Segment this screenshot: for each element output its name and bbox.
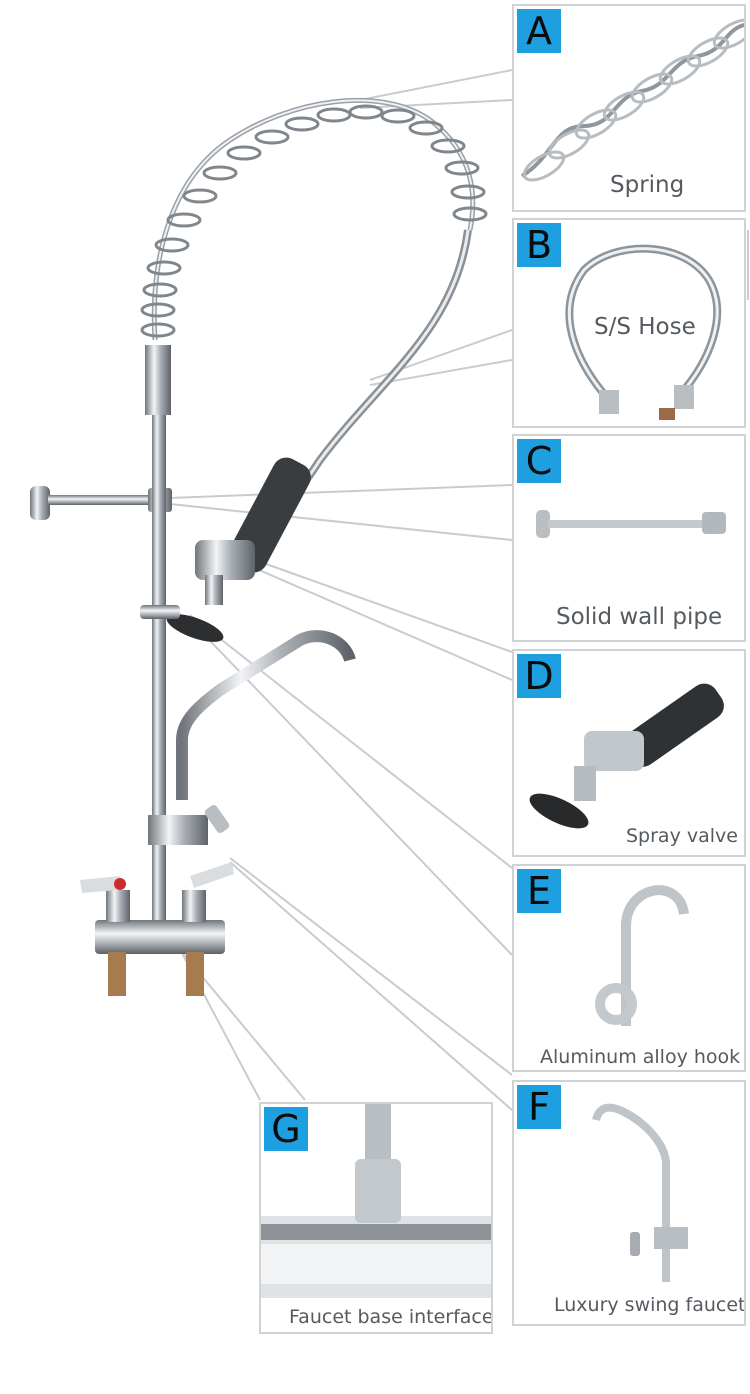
wall-pipe-icon [536,510,726,538]
badge-d: D [517,654,561,698]
caption-hook: Aluminum alloy hook [540,1046,741,1068]
badge-g: G [264,1107,308,1151]
faucet-base-icon [261,1104,491,1298]
deck-base [80,862,234,996]
badge-f: F [517,1085,561,1129]
panel-wall-pipe: C Solid wall pipe [512,434,746,642]
swing-faucet-icon [592,1103,688,1282]
spray-valve-icon [529,683,724,829]
spray-valve-on-faucet [166,457,311,642]
panel-spring: A Spring [512,4,746,212]
caption-faucet-base: Faucet base interface [289,1306,493,1328]
panel-faucet-base: G Faucet base interface [259,1102,493,1334]
badge-e: E [517,869,561,913]
panel-spray-valve: D Spray valve [512,649,746,857]
panel-swing-faucet: F Luxury swing faucet [512,1080,746,1326]
spring-coil-icon [520,18,744,182]
caption-wall-pipe: Solid wall pipe [556,604,723,630]
badge-c: C [517,439,561,483]
caption-spring: Spring [610,172,685,198]
caption-swing-faucet: Luxury swing faucet [554,1294,746,1316]
panel-hook: E Aluminum alloy hook [512,864,746,1072]
stainless-hose-icon [565,244,722,420]
badge-a: A [517,9,561,53]
panel-hose: B S/S Hose [512,218,746,428]
badge-b: B [517,223,561,267]
hook-icon [595,885,689,1026]
swing-faucet-on-assembly [148,630,356,845]
leader-lines [169,69,749,1111]
caption-hose: S/S Hose [594,314,696,340]
caption-spray-valve: Spray valve [626,825,738,847]
spring-coil [151,97,476,341]
